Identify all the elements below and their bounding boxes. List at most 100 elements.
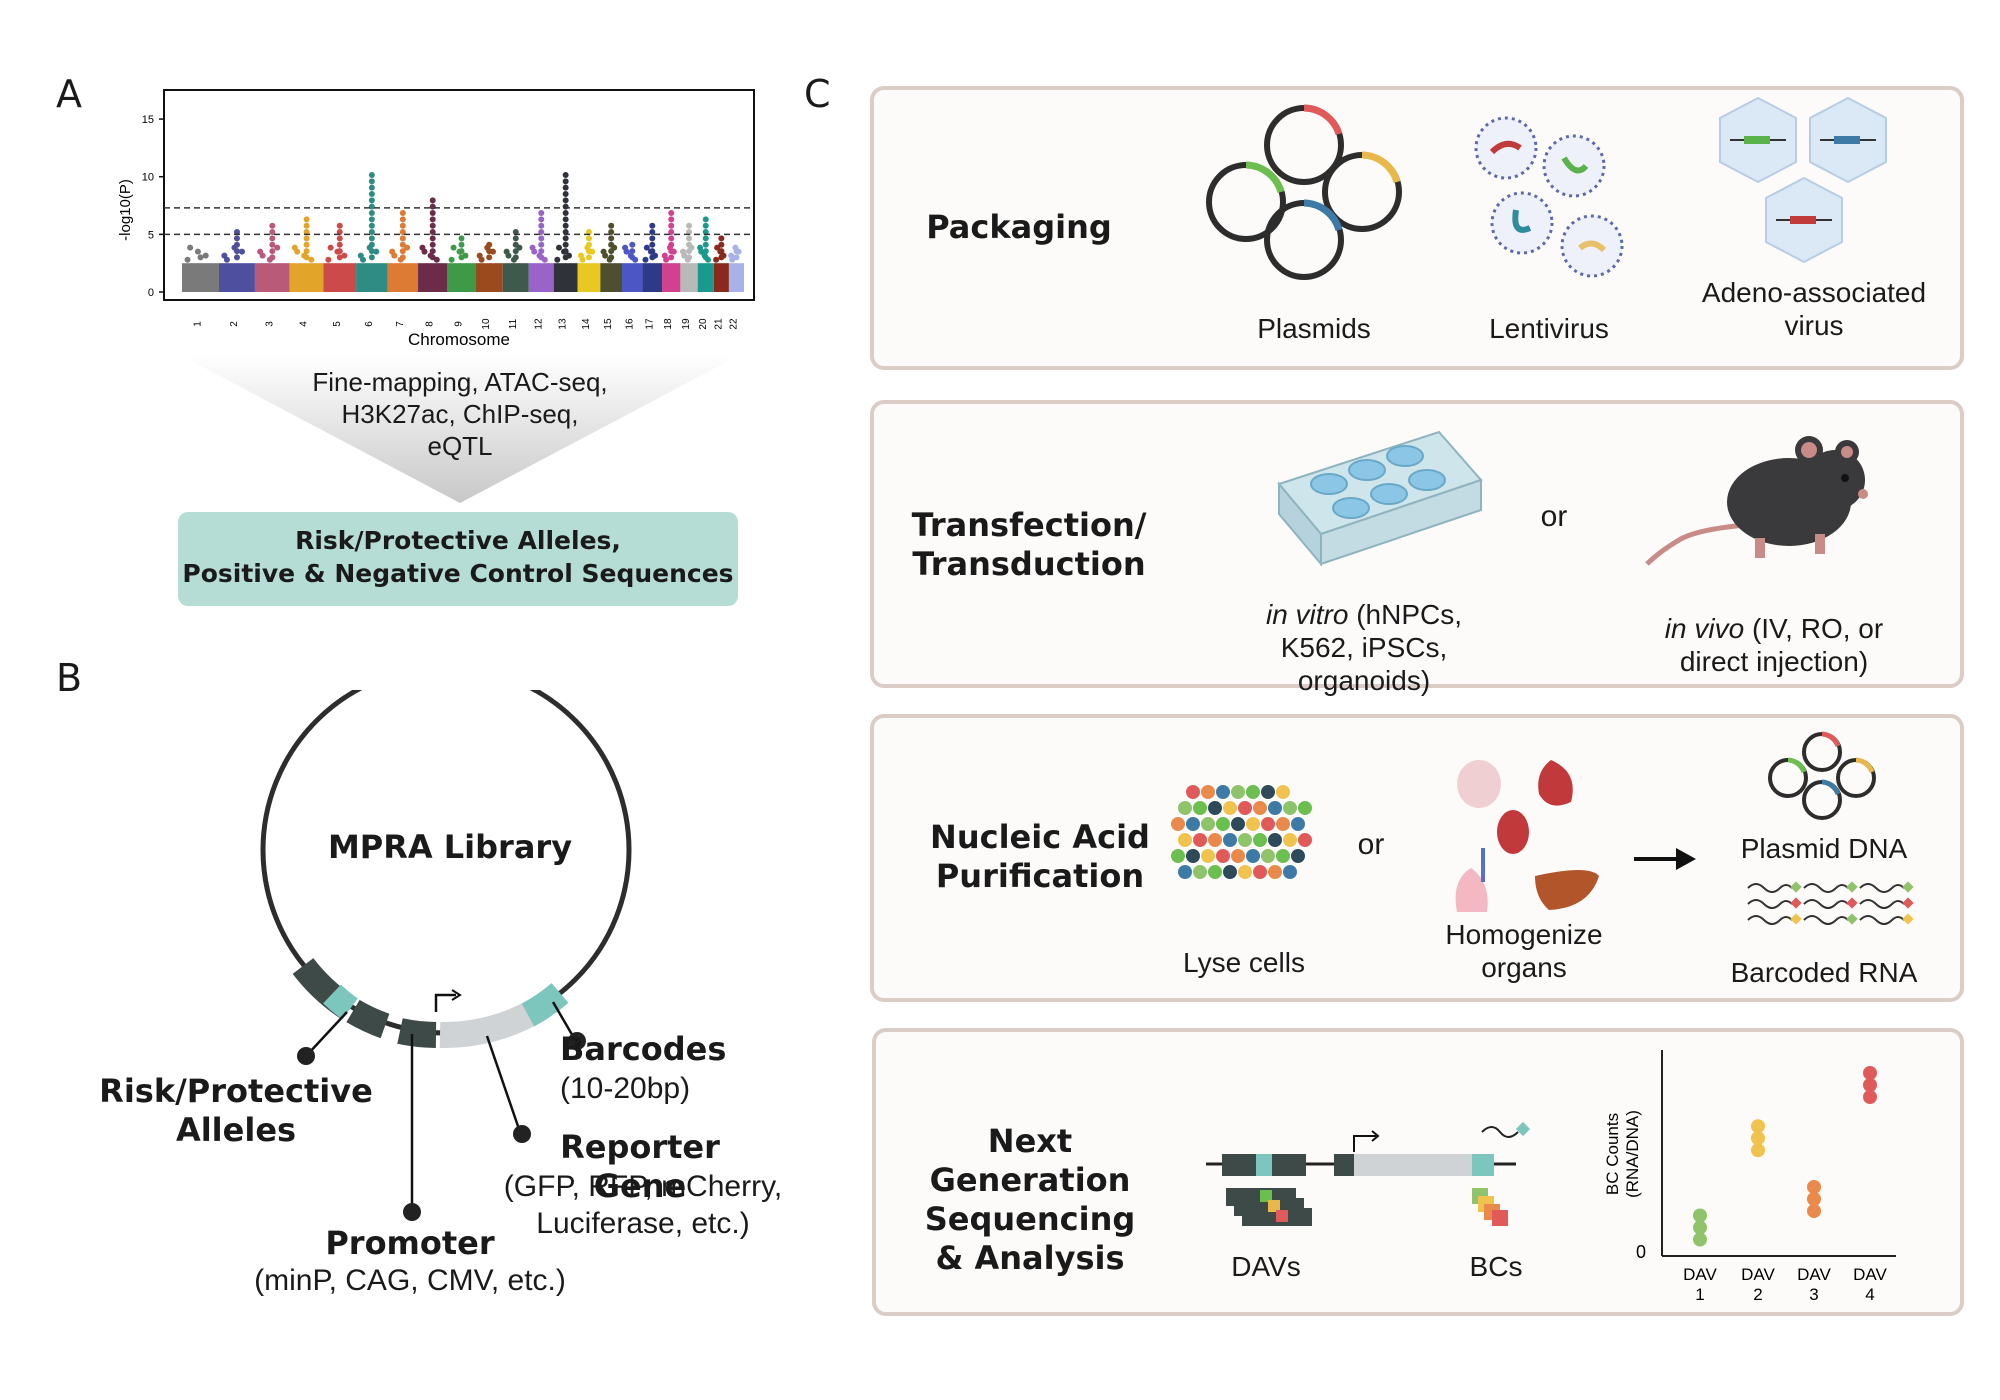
snp-point bbox=[562, 184, 569, 191]
in-vivo-em: in vivo bbox=[1664, 613, 1745, 644]
chromosome-band bbox=[356, 263, 388, 292]
cell-dot bbox=[1200, 848, 1216, 864]
snp-point bbox=[427, 252, 434, 259]
snp-point bbox=[562, 203, 569, 210]
dav-reads-stack bbox=[1226, 1188, 1312, 1226]
snp-point bbox=[399, 216, 406, 223]
snp-point bbox=[732, 244, 739, 251]
cell-dot bbox=[1185, 848, 1201, 864]
panel-label-a: A bbox=[56, 72, 82, 116]
snp-point bbox=[562, 235, 569, 242]
rna-strand bbox=[1747, 915, 1793, 925]
x-axis-label: Chromosome bbox=[408, 330, 510, 349]
snp-point bbox=[366, 244, 373, 251]
barcode-tag bbox=[1902, 897, 1914, 909]
cassette bbox=[292, 957, 569, 1049]
snp-point bbox=[566, 252, 573, 259]
barcode-tag bbox=[1790, 913, 1802, 925]
alleles-callout-dot bbox=[297, 1047, 315, 1065]
dav-tick-label: DAV bbox=[1741, 1265, 1775, 1284]
snp-point bbox=[579, 256, 586, 263]
barcodes-sub: (10-20bp) bbox=[560, 1072, 691, 1105]
chromosome-band bbox=[662, 263, 681, 292]
snp-point bbox=[684, 256, 691, 263]
chromosome-band bbox=[219, 263, 255, 292]
snp-point bbox=[668, 235, 675, 242]
dav-point bbox=[1863, 1066, 1877, 1080]
barcode-tag bbox=[1790, 897, 1802, 909]
snp-point bbox=[666, 244, 673, 251]
snp-point bbox=[686, 235, 693, 242]
chromosome-tick-label: 8 bbox=[425, 321, 436, 327]
snp-point bbox=[399, 222, 406, 229]
aav-line-2: virus bbox=[1784, 310, 1844, 341]
snp-point bbox=[512, 235, 519, 242]
result-box: Risk/Protective Alleles, Positive & Nega… bbox=[178, 512, 738, 606]
cell-dot bbox=[1252, 864, 1268, 880]
chromosome-band bbox=[387, 263, 419, 292]
lentivirus-icon bbox=[1474, 116, 1624, 278]
in-vitro-label: in vitro (hNPCs, K562, iPSCs, organoids) bbox=[1234, 598, 1494, 697]
snp-point bbox=[238, 248, 245, 255]
snp-point bbox=[399, 235, 406, 242]
snp-point bbox=[608, 235, 615, 242]
snp-point bbox=[429, 222, 436, 229]
snp-point bbox=[649, 235, 656, 242]
reporter-line-2: Luciferase, etc.) bbox=[536, 1207, 750, 1240]
promoter-label: Promoter bbox=[325, 1224, 495, 1262]
cell-dot bbox=[1282, 832, 1298, 848]
cell-dot bbox=[1290, 816, 1306, 832]
funnel-triangle bbox=[180, 355, 740, 503]
snp-point bbox=[399, 248, 406, 255]
snp-point bbox=[538, 216, 545, 223]
snp-point bbox=[303, 248, 310, 255]
ngs-promoter-arrow-icon bbox=[1353, 1135, 1376, 1152]
barcoded-rna-label: Barcoded RNA bbox=[1730, 957, 1918, 988]
cell-dot bbox=[1282, 864, 1298, 880]
snp-point bbox=[632, 256, 639, 263]
purification-heading: Nucleic Acid Purification bbox=[910, 818, 1170, 896]
cell-dot bbox=[1267, 864, 1283, 880]
snp-point bbox=[202, 252, 209, 259]
snp-point bbox=[560, 248, 567, 255]
snp-point bbox=[629, 248, 636, 255]
snp-point bbox=[668, 216, 675, 223]
packaging-heading: Packaging bbox=[926, 208, 1112, 246]
cell-dot bbox=[1230, 816, 1246, 832]
snp-point bbox=[531, 248, 538, 255]
snp-point bbox=[562, 191, 569, 197]
snp-point bbox=[184, 256, 191, 263]
cell-dot bbox=[1177, 832, 1193, 848]
snp-point bbox=[702, 248, 709, 255]
chromosome-band bbox=[680, 263, 698, 292]
snp-point bbox=[538, 210, 545, 217]
rna-strand bbox=[1803, 883, 1849, 893]
y-tick-label: 15 bbox=[142, 114, 154, 126]
in-vitro-rest: (hNPCs, bbox=[1348, 599, 1463, 630]
snp-point bbox=[448, 256, 455, 263]
methods-text: Fine-mapping, ATAC-seq, H3K27ac, ChIP-se… bbox=[250, 366, 670, 462]
cells-cluster-icon bbox=[1170, 784, 1313, 880]
rna-strand bbox=[1859, 899, 1905, 909]
chromosome-tick-label: 9 bbox=[453, 321, 464, 327]
dav-tick-label: DAV bbox=[1797, 1265, 1831, 1284]
snp-point bbox=[233, 254, 240, 261]
chromosome-tick-label: 10 bbox=[481, 318, 492, 330]
chromosome-band bbox=[553, 263, 578, 292]
snp-point bbox=[584, 244, 591, 251]
snp-point bbox=[429, 203, 436, 210]
snp-point bbox=[562, 229, 569, 236]
cell-dot bbox=[1215, 816, 1231, 832]
barcode-tag bbox=[1902, 913, 1914, 925]
bc-reads-stack bbox=[1472, 1188, 1508, 1226]
construct-schematic bbox=[1206, 1121, 1531, 1226]
in-vivo-rest: (IV, RO, or bbox=[1744, 613, 1884, 644]
chromosome-band bbox=[528, 263, 554, 292]
cell-dot bbox=[1170, 816, 1186, 832]
barcodes-label: Barcodes bbox=[560, 1030, 727, 1068]
snp-point bbox=[589, 248, 596, 255]
snp-point bbox=[303, 229, 310, 236]
in-vitro-line-3: organoids) bbox=[1297, 665, 1431, 696]
snp-point bbox=[489, 248, 496, 255]
snp-point bbox=[368, 191, 375, 197]
